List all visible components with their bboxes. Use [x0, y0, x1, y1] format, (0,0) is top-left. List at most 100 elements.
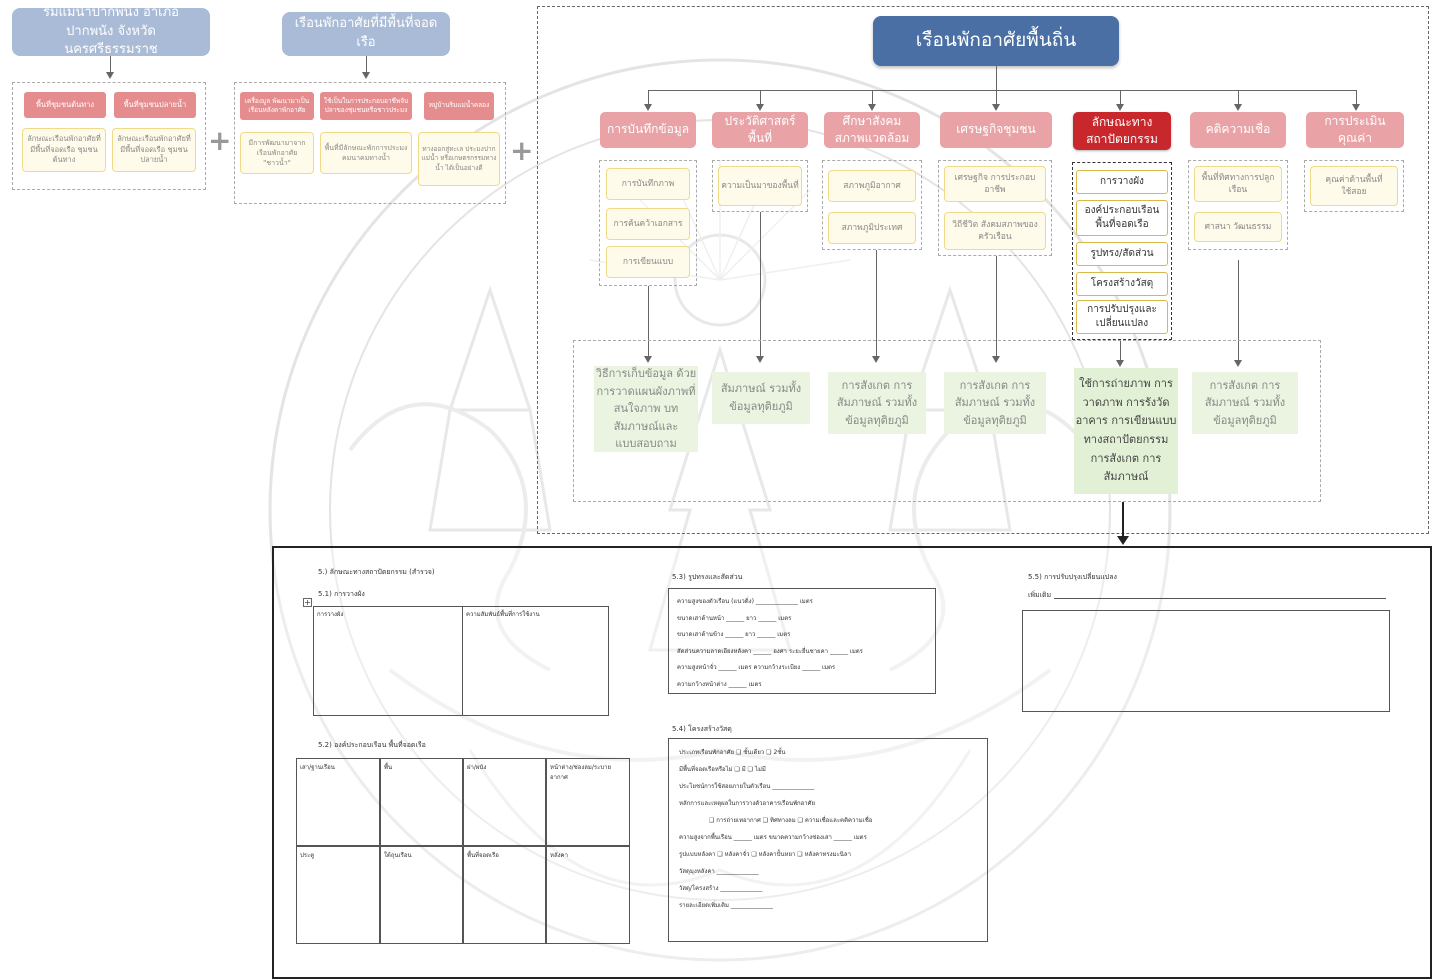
list-item: การบันทึกภาพ: [606, 168, 690, 200]
form-line: ขนาดเสาด้านหน้า ______ ยาว ______ เมตร: [677, 614, 792, 622]
list-item: สภาพภูมิอากาศ: [828, 170, 916, 202]
arrow-icon: [756, 356, 764, 363]
items-evaluation: [1304, 160, 1404, 212]
connector: [1120, 340, 1121, 360]
list-item: พื้นที่ทิศทางการปลูกเรือน: [1194, 166, 1282, 202]
form-line: มีพื้นที่จอดเรือหรือไม่ ❑ มี ❑ ไม่มี: [679, 766, 766, 773]
list-item: วิถีชีวิต สังคมสภาพของครัวเรือน: [944, 212, 1046, 250]
category-history: ประวัติศาสตร์ พื้นที่: [712, 112, 808, 148]
form-section-5-3: 5.3) รูปทรงและสัดส่วน: [672, 573, 743, 581]
table-cell: ใต้ถุนเรือน: [380, 846, 463, 944]
form-line: ความกว้างหน้าต่าง ______ เมตร: [677, 680, 762, 688]
form-line: รูปแบบหลังคา ❑ หลังคาจั่ว ❑ หลังคาปั้นหย…: [679, 851, 851, 858]
arrow-icon: [1234, 104, 1242, 111]
connector: [876, 250, 877, 356]
feature-detail-2: พื้นที่มีลักษณะพักการประมง คมนาคมทางน้ำ: [320, 132, 412, 174]
arrow-icon: [644, 104, 652, 111]
items-recording: [599, 160, 697, 286]
method-recording: วิธีการเก็บข้อมูล ด้วยการวาดแผนผังภาพที่…: [594, 366, 698, 452]
list-item: โครงสร้างวัสดุ: [1076, 272, 1168, 296]
form-line: วัสดุมุงหลังคา ______________: [679, 868, 759, 875]
list-item: การวางผัง: [1076, 170, 1168, 194]
arrow-icon: [756, 104, 764, 111]
table-cell: เสา/ฐานเรือน: [296, 758, 380, 846]
method-architecture: ใช้การถ่ายภาพ การวาดภาพ การรังวัดอาคาร ก…: [1074, 368, 1178, 494]
connector: [996, 256, 997, 356]
form-section-5-5-sub: เพิ่มเติม: [1028, 591, 1052, 599]
form-line: หลักการและเหตุผลในการวางตัวอาคารเรือนพัก…: [679, 800, 815, 807]
connector: [996, 90, 997, 104]
form-line: วัสดุ/โครงสร้าง ______________: [679, 885, 763, 892]
connector: [760, 90, 761, 104]
char-left: ลักษณะเรือนพักอาศัยที่มีพื้นที่จอดเรือ ช…: [22, 128, 106, 172]
items-history: [712, 160, 808, 212]
list-item: องค์ประกอบเรือน พื้นที่จอดเรือ: [1076, 200, 1168, 236]
arrow-icon: [1352, 104, 1360, 111]
connector: [872, 90, 873, 104]
table-cell: หลังคา: [546, 846, 630, 944]
items-architecture: [1072, 162, 1172, 340]
list-item: การเขียนแบบ: [606, 246, 690, 278]
form-line: รายละเอียดเพิ่มเติม ______________: [679, 902, 773, 909]
connector: [1356, 90, 1357, 104]
list-item: คุณค่าด้านพื้นที่ใช้สอย: [1310, 166, 1398, 206]
connector: [1122, 502, 1124, 536]
connector: [648, 286, 649, 356]
connector: [996, 66, 997, 90]
expand-icon[interactable]: +: [303, 598, 312, 607]
modification-box[interactable]: [1022, 610, 1390, 712]
connector: [760, 212, 761, 356]
method-belief: การสังเกต การสัมภาษณ์ รวมทั้งข้อมูลทุติย…: [1192, 372, 1298, 434]
form-line: ความสูงของตัวเรือน (แนวดิ่ง) ___________…: [677, 598, 813, 605]
form-line: ประเภทเรือนพักอาศัย ❑ ชั้นเดียว ❑ 2ชั้น: [679, 749, 786, 756]
survey-form: [272, 546, 1432, 979]
arrow-icon: [992, 356, 1000, 363]
structure-box: ประเภทเรือนพักอาศัย ❑ ชั้นเดียว ❑ 2ชั้น …: [668, 738, 988, 942]
category-recording: การบันทึกข้อมูล: [600, 112, 696, 148]
table-cell: หน้าต่าง/ช่องลม/ระบายอากาศ: [546, 758, 630, 846]
form-line: ความสูงหน้าจั่ว ______ เมตร ความกว้างระเ…: [677, 664, 836, 671]
fill-line: [1054, 598, 1386, 599]
connector: [110, 56, 111, 72]
boat-house-group: [234, 82, 506, 204]
list-item: รูปทรง/สัดส่วน: [1076, 242, 1168, 266]
location-title: ริมแม่น้ำปากพนัง อำเภอปากพนัง จังหวัดนคร…: [12, 5, 210, 57]
form-line: ขนาดเสาด้านข้าง ______ ยาว ______ เมตร: [677, 631, 791, 638]
connector: [648, 90, 649, 104]
list-item: สภาพภูมิประเทศ: [828, 212, 916, 244]
list-item: การค้นคว้าเอกสาร: [606, 208, 690, 240]
char-right: ลักษณะเรือนพักอาศัยที่มีพื้นที่จอดเรือ ช…: [112, 128, 196, 172]
connector: [1238, 260, 1239, 360]
connector: [648, 90, 1356, 91]
watermark-seal: [268, 58, 1172, 962]
main-title: เรือนพักอาศัยพื้นถิ่น: [873, 16, 1119, 66]
arrow-icon: [1234, 360, 1242, 367]
layout-table: [313, 606, 609, 716]
category-belief: คติความเชื่อ: [1190, 112, 1286, 148]
table-cell: ฝา/ผนัง: [463, 758, 546, 846]
area-right: พื้นที่ชุมชนปลายน้ำ: [114, 92, 196, 118]
arrow-icon: [1116, 360, 1124, 367]
method-economy: การสังเกต การสัมภาษณ์ รวมทั้งข้อมูลทุติย…: [944, 372, 1046, 434]
form-section-5: 5.) ลักษณะทางสถาปัตยกรรม (สำรวจ): [318, 568, 435, 576]
feature-3: หมู่บ้านริมแม่น้ำคลอง: [424, 92, 494, 120]
form-section-5-1: 5.1) การวางผัง: [318, 590, 365, 598]
form-section-5-2: 5.2) องค์ประกอบเรือน พื้นที่จอดเรือ: [318, 741, 426, 749]
items-society: [822, 160, 922, 250]
arrow-icon: [1116, 104, 1124, 111]
table-header: ความสัมพันธ์พื้นที่การใช้งาน: [466, 611, 540, 618]
plus-icon: +: [510, 134, 534, 167]
arrow-icon: [872, 356, 880, 363]
methods-frame: [573, 340, 1321, 502]
feature-1: เครื่องมูล พัฒนามาเป็น เรือนหลังคาพักอาศ…: [240, 92, 314, 120]
category-society: ศึกษาสังคม สภาพแวดล้อม: [824, 112, 920, 148]
feature-detail-3: ทางออกสู่ทะเล ประมงปากแม่น้ำ หรือเกษตรกร…: [418, 132, 500, 186]
feature-2: ใช้เป็นในการประกอบอาชีพจับปลาของชุมชนหรื…: [320, 92, 412, 120]
connector: [1238, 90, 1239, 104]
items-belief: [1188, 160, 1288, 250]
arrow-icon: [362, 72, 370, 79]
list-item: ศาสนา วัฒนธรรม: [1194, 212, 1282, 242]
arrow-icon: [106, 72, 114, 79]
form-section-5-4: 5.4) โครงสร้างวัสดุ: [672, 725, 732, 733]
feature-detail-1: มีการพัฒนามาจากเรือนพักอาศัย "ชาวน้ำ": [240, 132, 314, 174]
